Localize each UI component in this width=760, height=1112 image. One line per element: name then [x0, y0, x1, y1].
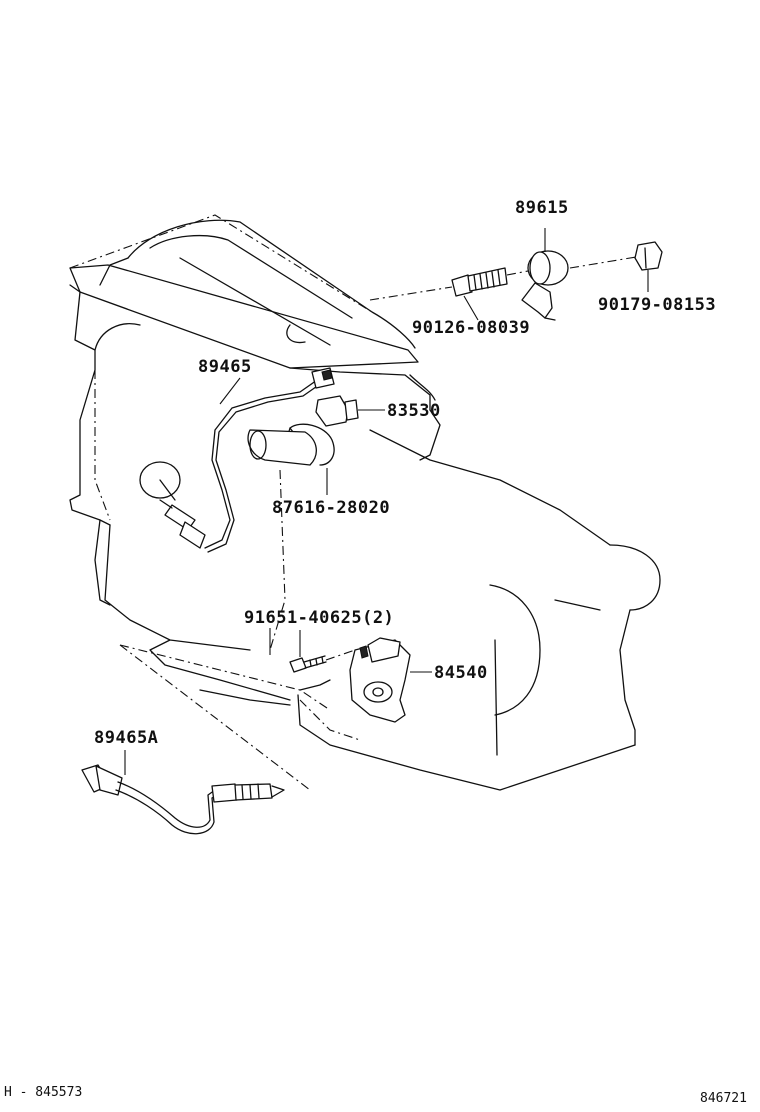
transmission-housing-drawing	[149, 409, 661, 791]
bolt-91651[interactable]	[269, 628, 356, 673]
knock-sensor-89615[interactable]	[521, 228, 569, 321]
footer-left-code: H - 845573	[4, 1085, 82, 1100]
stud-bolt-90126[interactable]	[369, 267, 529, 321]
label-89615[interactable]: 89615	[515, 198, 569, 218]
label-89465A[interactable]: 89465A	[94, 728, 158, 748]
label-89465[interactable]: 89465	[198, 357, 252, 377]
part-number-labels: 89615 90179-08153 90126-08039 89465 8353…	[94, 198, 716, 748]
footer-right-code: 846721	[700, 1091, 747, 1106]
neutral-start-switch-84540[interactable]	[349, 637, 432, 723]
label-84540[interactable]: 84540	[434, 663, 488, 683]
oxygen-sensor-89465[interactable]	[159, 367, 335, 553]
label-90126-08039[interactable]: 90126-08039	[412, 318, 530, 338]
label-91651-40625[interactable]: 91651-40625(2)	[244, 608, 394, 628]
clamp-87616[interactable]	[247, 423, 335, 495]
label-87616-28020[interactable]: 87616-28020	[272, 498, 390, 518]
label-90179-08153[interactable]: 90179-08153	[598, 295, 716, 315]
oxygen-sensor-89465A[interactable]	[81, 750, 285, 835]
nut-90179[interactable]	[569, 241, 663, 292]
label-83530[interactable]: 83530	[387, 401, 441, 421]
oil-pressure-switch-83530[interactable]	[315, 395, 385, 427]
